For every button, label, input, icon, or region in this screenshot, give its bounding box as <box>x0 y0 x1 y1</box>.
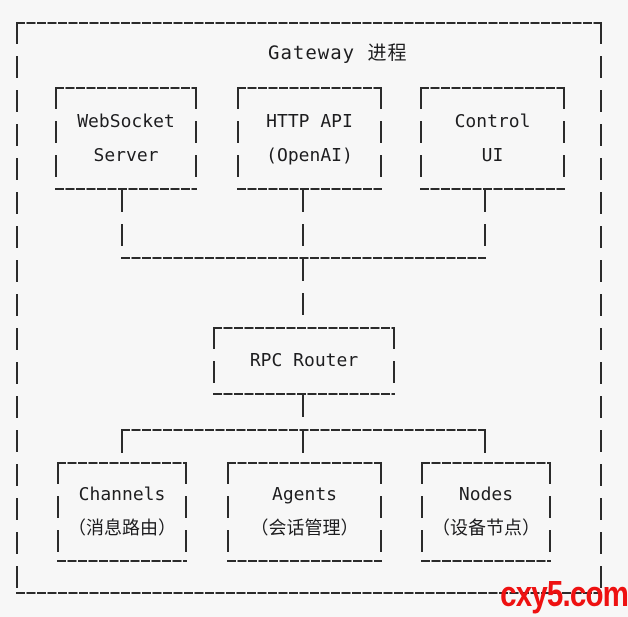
http-api-box: HTTP API (OpenAI) <box>237 87 382 190</box>
nodes-sublabel: （设备节点） <box>432 518 540 539</box>
control-ui-drop-connector <box>484 190 486 257</box>
nodes-drop-connector <box>484 431 486 462</box>
http-api-sublabel: (OpenAI) <box>266 144 353 166</box>
channels-sublabel: （消息路由） <box>68 518 176 539</box>
rpc-router-label: RPC Router <box>249 350 359 371</box>
control-ui-label: Control <box>454 110 531 132</box>
agents-label: Agents <box>271 484 338 505</box>
bottom-join-connector <box>121 429 486 431</box>
top-join-connector <box>121 257 486 259</box>
agents-sublabel: （会话管理） <box>250 518 359 539</box>
websocket-server-label: WebSocket <box>77 110 175 132</box>
channels-box: Channels （消息路由） <box>57 462 187 562</box>
router-drop-connector <box>302 395 304 429</box>
nodes-box: Nodes （设备节点） <box>421 462 551 562</box>
control-ui-box: Control UI <box>420 87 565 190</box>
channels-label: Channels <box>78 484 166 505</box>
join-to-router-connector <box>302 259 304 327</box>
nodes-label: Nodes <box>458 484 514 505</box>
diagram-title: Gateway 进程 <box>268 42 408 64</box>
http-api-drop-connector <box>302 190 304 257</box>
http-api-label: HTTP API <box>266 110 353 132</box>
channels-drop-connector <box>121 431 123 462</box>
websocket-server-box: WebSocket Server <box>55 87 197 190</box>
websocket-server-sublabel: Server <box>93 144 159 166</box>
agents-box: Agents （会话管理） <box>227 462 382 562</box>
agents-drop-connector <box>302 431 304 462</box>
rpc-router-box: RPC Router <box>213 327 395 395</box>
websocket-drop-connector <box>121 190 123 257</box>
control-ui-sublabel: UI <box>481 144 504 166</box>
site-watermark: cxy5.com <box>499 573 628 614</box>
